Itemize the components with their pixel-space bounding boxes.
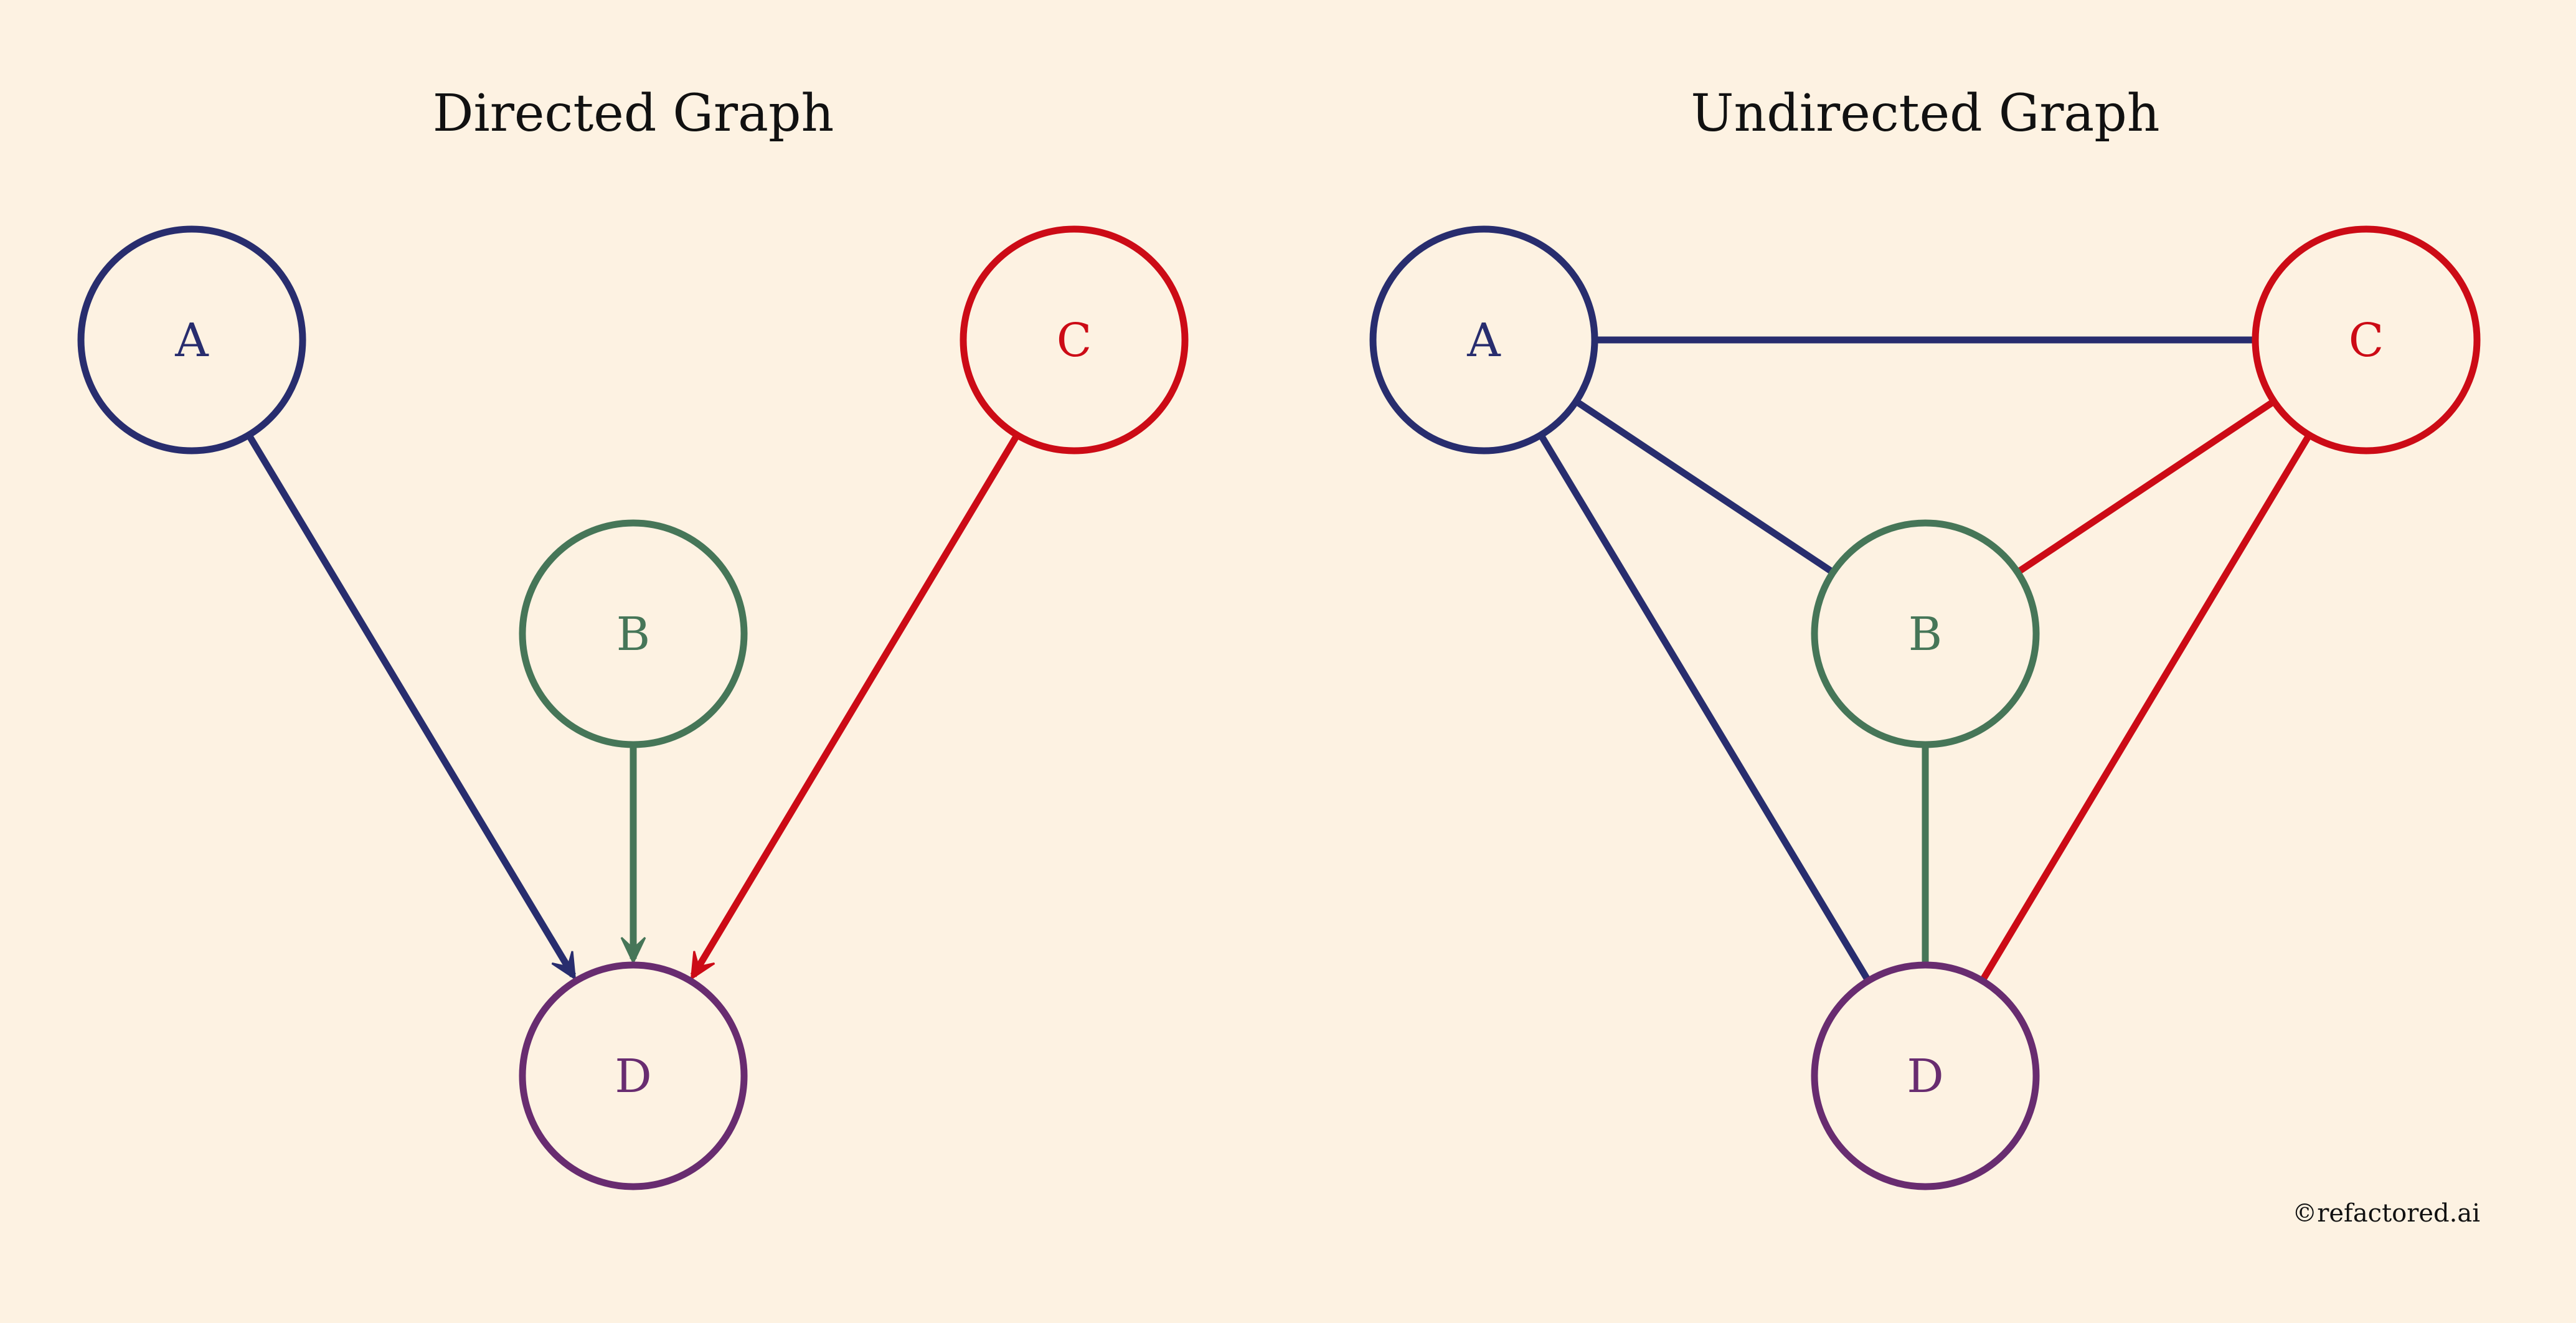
directed-edge-b-d-arrowhead	[620, 936, 646, 965]
undirected-node-d-circle	[1811, 961, 2040, 1190]
undirected-edge-a-b	[1574, 398, 1835, 575]
directed-node-a-circle	[77, 225, 306, 454]
directed-node-d-circle	[519, 961, 748, 1190]
directed-node-b: B	[519, 519, 748, 748]
directed-node-c-circle	[960, 225, 1189, 454]
undirected-nodes: A B C D	[1369, 225, 2481, 1190]
undirected-graph: A B C D	[1369, 225, 2481, 1190]
undirected-node-a: A	[1369, 225, 1598, 454]
undirected-edge-a-d	[1537, 433, 1872, 983]
undirected-node-a-circle	[1369, 225, 1598, 454]
undirected-graph-title: Undirected Graph	[1691, 84, 2159, 143]
undirected-edge-c-b	[2016, 398, 2276, 575]
directed-node-a-label: A	[174, 314, 209, 367]
undirected-node-d-label: D	[1907, 1050, 1943, 1103]
undirected-node-d: D	[1811, 961, 2040, 1190]
directed-node-b-circle	[519, 519, 748, 748]
directed-node-d: D	[519, 961, 748, 1190]
credit-text: ©refactored.ai	[2292, 1199, 2480, 1228]
undirected-edges	[1537, 336, 2313, 983]
directed-edge-c-d-arrowhead	[690, 951, 715, 981]
directed-edges	[245, 433, 1021, 981]
directed-node-c-label: C	[1057, 314, 1092, 367]
undirected-node-b-label: B	[1908, 608, 1942, 661]
directed-graph-title: Directed Graph	[433, 84, 834, 143]
directed-node-a: A	[77, 225, 306, 454]
directed-node-d-label: D	[615, 1050, 651, 1103]
directed-node-b-label: B	[616, 608, 650, 661]
undirected-edge-c-d	[1979, 433, 2313, 983]
directed-edge-a-d	[245, 433, 577, 977]
directed-node-c: C	[960, 225, 1189, 454]
directed-edge-a-d-arrowhead	[551, 951, 577, 981]
undirected-node-c-circle	[2252, 225, 2481, 454]
undirected-node-c: C	[2252, 225, 2481, 454]
undirected-node-b: B	[1811, 519, 2040, 748]
undirected-node-a-label: A	[1466, 314, 1501, 367]
undirected-node-c-label: C	[2349, 314, 2384, 367]
directed-nodes: A B C D	[77, 225, 1189, 1190]
directed-edge-c-d	[690, 433, 1021, 977]
directed-graph: A B C D	[77, 225, 1189, 1190]
undirected-node-b-circle	[1811, 519, 2040, 748]
